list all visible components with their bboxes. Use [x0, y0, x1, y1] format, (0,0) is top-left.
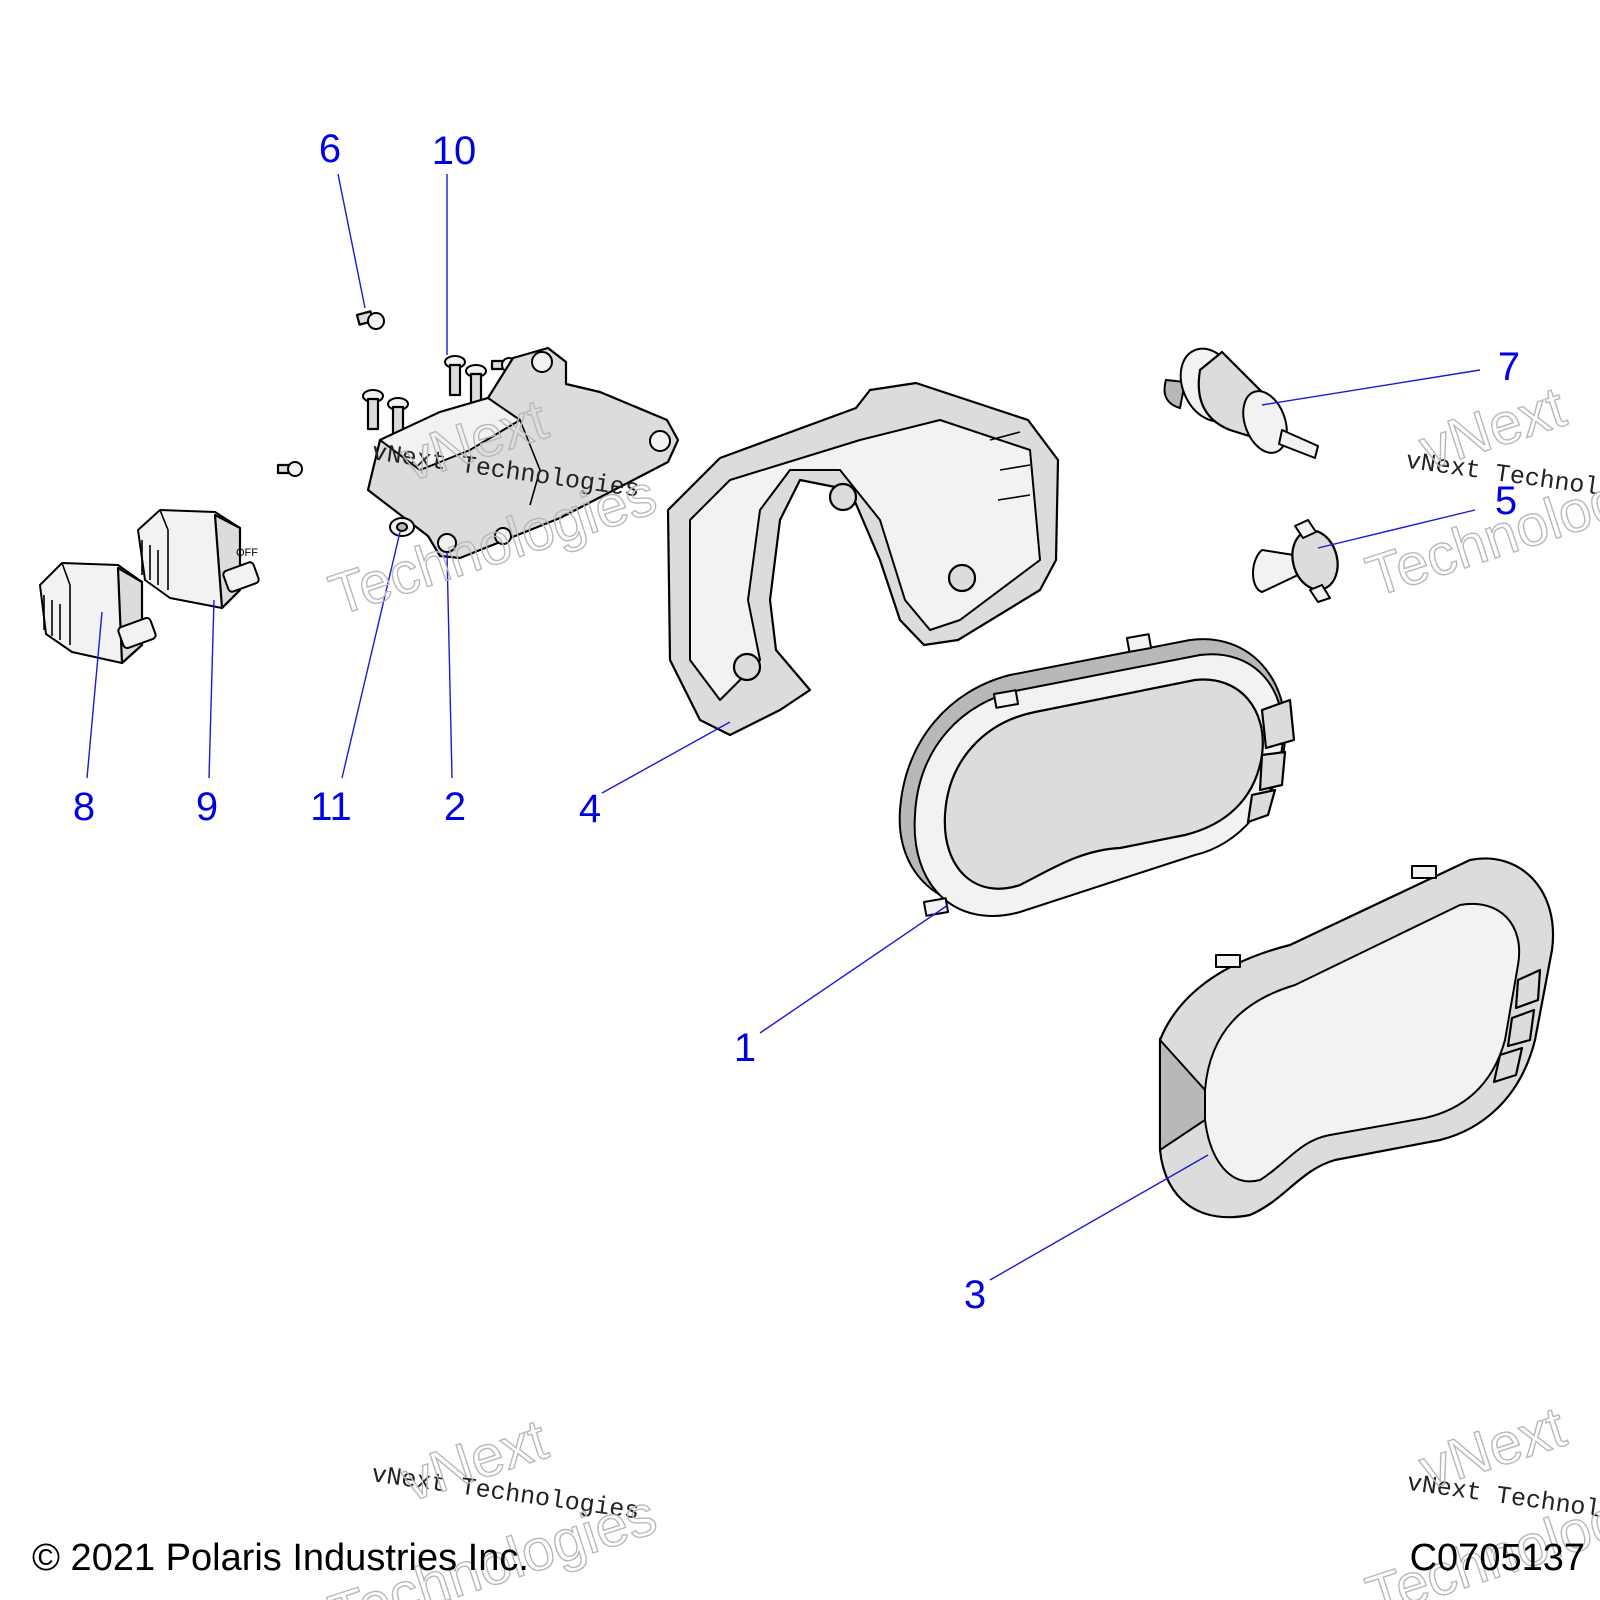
callout-6: 6: [319, 127, 341, 171]
part-7-key-switch: [1163, 347, 1319, 459]
part-2-bracket: [366, 346, 680, 560]
part-6-screw: [355, 310, 385, 330]
svg-text:OFF: OFF: [236, 547, 258, 559]
part-4-rear-housing: [666, 381, 1060, 737]
callout-3: 3: [964, 1273, 986, 1317]
leader-lines: [86, 173, 1481, 1281]
copyright-text: © 2021 Polaris Industries Inc.: [32, 1537, 529, 1579]
callout-5: 5: [1495, 479, 1517, 523]
part-9-switch: OFF: [137, 509, 260, 610]
part-3-bezel: [1158, 857, 1555, 1219]
callout-9: 9: [196, 785, 218, 829]
drawing-id: C0705137: [1410, 1537, 1585, 1579]
part-5-lamp: [1252, 519, 1339, 603]
part-1-cluster: [898, 633, 1296, 917]
callout-11: 11: [310, 785, 352, 829]
callout-7: 7: [1498, 345, 1520, 389]
callout-4: 4: [579, 787, 601, 831]
callout-2: 2: [444, 785, 466, 829]
callout-10: 10: [432, 129, 477, 173]
part-8-switch: [39, 562, 157, 665]
callout-8: 8: [73, 785, 95, 829]
callouts: 6 10 7 5 8 9 11 2 4 1 3: [73, 127, 1520, 1317]
callout-1: 1: [734, 1026, 756, 1070]
part-11-nut: [389, 517, 415, 537]
